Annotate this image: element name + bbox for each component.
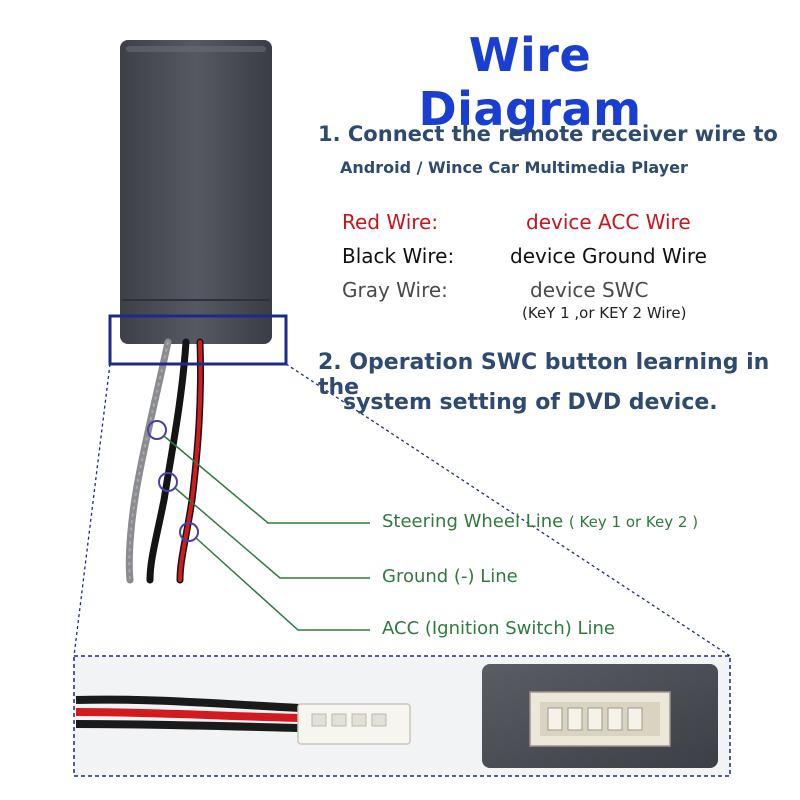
callout-acc-line: ACC (Ignition Switch) Line <box>382 618 615 639</box>
black-wire-label: Black Wire: <box>342 244 455 268</box>
step1-line2: Android / Wince Car Multimedia Player <box>340 158 688 177</box>
red-wire-desc: device ACC Wire <box>526 210 691 234</box>
page-title: Wire Diagram <box>418 28 642 136</box>
gray-wire-label: Gray Wire: <box>342 278 448 302</box>
gray-wire-note: (KeY 1 ,or KEY 2 Wire) <box>522 304 687 322</box>
step2-line1: 2. Operation SWC button learning in the <box>318 350 770 400</box>
leader-lines <box>163 435 370 631</box>
black-wire-marker <box>158 472 178 492</box>
callout-steering-wheel-label: Steering Wheel Line <box>382 511 564 532</box>
red-wire-label: Red Wire: <box>342 210 439 234</box>
connector-detail-box <box>73 655 731 777</box>
step2-line2: system setting of DVD device. <box>343 390 718 415</box>
callout-ground-line: Ground (-) Line <box>382 566 518 587</box>
gray-wire-marker <box>147 420 167 440</box>
gray-wire-desc: device SWC <box>530 278 649 302</box>
step1-line1: 1. Connect the remote receiver wire to <box>318 122 778 146</box>
callout-steering-wheel-line: Steering Wheel Line ( Key 1 or Key 2 ) <box>382 511 698 532</box>
wires <box>125 338 205 584</box>
red-wire-marker <box>179 522 199 542</box>
receiver-device <box>120 40 272 344</box>
black-wire-desc: device Ground Wire <box>510 244 707 268</box>
zoom-guide-lines <box>73 363 731 657</box>
connector-highlight-box <box>108 314 288 366</box>
callout-steering-wheel-sub: ( Key 1 or Key 2 ) <box>568 513 699 531</box>
